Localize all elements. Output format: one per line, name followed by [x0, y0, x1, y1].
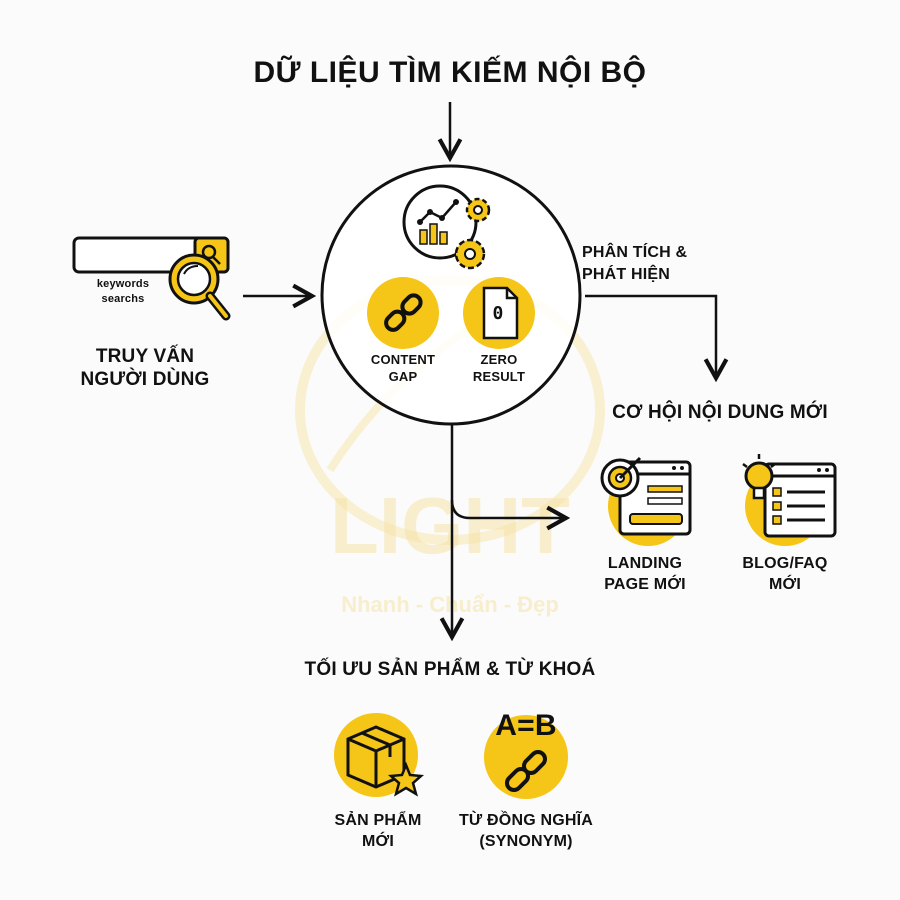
gear-icon — [454, 197, 491, 270]
product-label-2: MỚI — [361, 833, 395, 850]
arrow-branch-to-landing — [450, 499, 566, 518]
search-icon — [72, 236, 231, 321]
zero-doc-char: 0 — [492, 303, 504, 324]
landing-label-2: PAGE MỚI — [604, 576, 686, 593]
input-label-1: TRUY VẤN — [95, 346, 195, 367]
content-gap-label-2: GAP — [388, 369, 418, 384]
synonym-label-1: TỪ ĐỒNG NGHĨA — [458, 812, 594, 829]
document-icon — [463, 277, 535, 349]
target-icon — [600, 456, 692, 546]
analysis-label-1: PHÂN TÍCH & — [582, 244, 688, 261]
zero-result-label-2: RESULT — [472, 369, 526, 384]
product-label-1: SẢN PHẨM — [334, 812, 422, 829]
analysis-label-2: PHÁT HIỆN — [582, 266, 671, 283]
watermark-brand: LIGHT — [330, 481, 570, 570]
lightbulb-icon — [742, 454, 837, 546]
synonym-label-2: (SYNONYM) — [479, 833, 573, 850]
optimize-title: TỐI ƯU SẢN PHẨM & TỪ KHOÁ — [304, 659, 596, 680]
box-icon — [334, 713, 425, 797]
synonym-symbol: A=B — [495, 709, 557, 742]
input-label-2: NGƯỜI DÙNG — [80, 369, 210, 390]
landing-label-1: LANDING — [607, 555, 683, 572]
blog-label-1: BLOG/FAQ — [742, 555, 828, 572]
opportunities-title: CƠ HỘI NỘI DUNG MỚI — [612, 402, 828, 423]
blog-label-2: MỚI — [768, 576, 802, 593]
zero-result-label-1: ZERO — [480, 352, 518, 367]
chain-icon — [484, 715, 568, 799]
star-icon — [387, 761, 425, 797]
search-text-2: searchs — [101, 293, 145, 305]
content-gap-label-1: CONTENT — [370, 352, 436, 367]
link-icon — [367, 277, 439, 349]
search-text-1: keywords — [96, 278, 150, 290]
page-title: DỮ LIỆU TÌM KIẾM NỘI BỘ — [253, 56, 647, 89]
arrow-hub-to-opportunities — [585, 294, 716, 378]
watermark-tagline: Nhanh - Chuẩn - Đẹp — [341, 592, 559, 617]
magnifier-icon — [168, 253, 231, 321]
hub-circle — [320, 164, 582, 426]
